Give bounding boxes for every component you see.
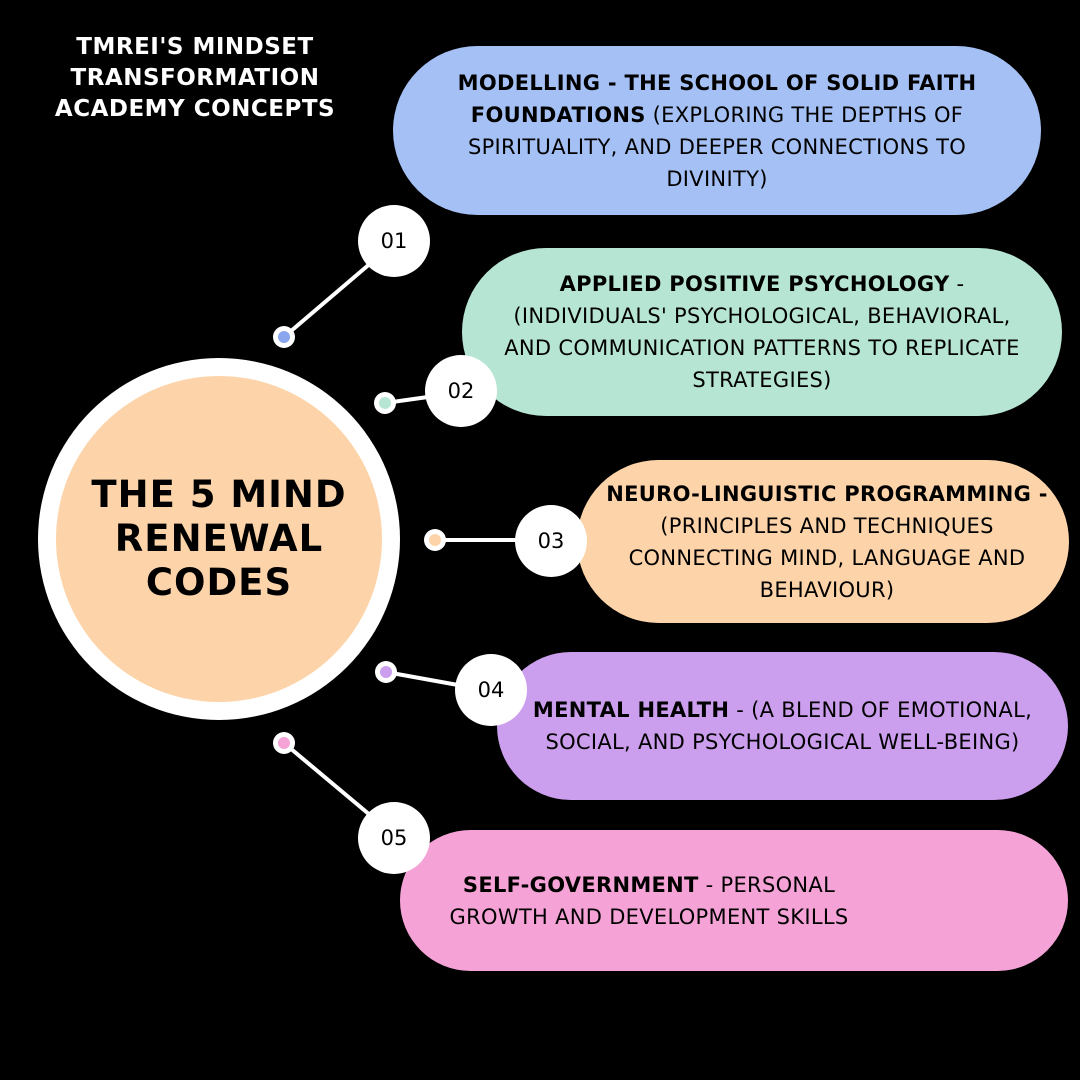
code-card-02: APPLIED POSITIVE PSYCHOLOGY - (INDIVIDUA… [462, 248, 1062, 416]
code-card-04: MENTAL HEALTH - (A BLEND OF EMOTIONAL, S… [497, 652, 1068, 800]
title-line: ACADEMY CONCEPTS [54, 96, 336, 122]
connector-05 [282, 741, 372, 817]
number-badge-02: 02 [425, 355, 497, 427]
hub-circle: THE 5 MIND RENEWAL CODES [56, 376, 382, 702]
connector-dot-02 [374, 392, 396, 414]
connector-dot-04 [375, 661, 397, 683]
code-description: (PRINCIPLES AND TECHNIQUES CONNECTING MI… [628, 513, 1026, 602]
connector-dot-05 [273, 732, 295, 754]
dot-fill [429, 534, 441, 546]
code-card-05: SELF-GOVERNMENT - PERSONAL GROWTH AND DE… [400, 830, 1068, 971]
code-description: - (A BLEND OF EMOTIONAL, SOCIAL, AND PSY… [545, 698, 1033, 754]
title-line: TMREI'S MINDSET [76, 34, 314, 60]
code-card-01: MODELLING - THE SCHOOL OF SOLID FAITH FO… [393, 46, 1041, 215]
code-text: APPLIED POSITIVE PSYCHOLOGY - (INDIVIDUA… [488, 268, 1036, 396]
code-title: APPLIED POSITIVE PSYCHOLOGY [559, 272, 950, 296]
hub-title-line: RENEWAL [114, 517, 324, 560]
dot-fill [380, 666, 392, 678]
connector-04 [385, 670, 459, 687]
code-description: - PERSONAL GROWTH AND DEVELOPMENT SKILLS [449, 872, 849, 929]
hub-title-line: THE 5 MIND [91, 473, 347, 516]
connector-dot-03 [424, 529, 446, 551]
number-badge-04: 04 [455, 654, 527, 726]
page-title: TMREI'S MINDSET TRANSFORMATION ACADEMY C… [40, 32, 350, 125]
code-text: MENTAL HEALTH - (A BLEND OF EMOTIONAL, S… [523, 694, 1042, 758]
number-badge-01: 01 [358, 205, 430, 277]
code-description: - (INDIVIDUALS' PSYCHOLOGICAL, BEHAVIORA… [504, 272, 1020, 392]
code-text: MODELLING - THE SCHOOL OF SOLID FAITH FO… [419, 67, 1015, 195]
dot-fill [278, 331, 290, 343]
code-text: NEURO-LINGUISTIC PROGRAMMING - (PRINCIPL… [603, 478, 1051, 606]
dot-fill [278, 737, 290, 749]
connector-dot-01 [273, 326, 295, 348]
code-title: NEURO-LINGUISTIC PROGRAMMING - [606, 481, 1048, 506]
code-description: (EXPLORING THE DEPTHS OF SPIRITUALITY, A… [467, 102, 967, 191]
connector-01 [282, 260, 374, 339]
code-text: SELF-GOVERNMENT - PERSONAL GROWTH AND DE… [439, 869, 859, 933]
number-badge-05: 05 [358, 802, 430, 874]
hub-title-line: CODES [145, 561, 293, 604]
code-title: SELF-GOVERNMENT [462, 872, 699, 897]
code-title: MENTAL HEALTH [532, 698, 730, 722]
dot-fill [379, 397, 391, 409]
hub-title: THE 5 MIND RENEWAL CODES [73, 473, 364, 605]
code-title: MODELLING - THE SCHOOL OF SOLID FAITH FO… [457, 70, 977, 127]
number-badge-03: 03 [515, 505, 587, 577]
title-line: TRANSFORMATION [70, 65, 320, 91]
code-card-03: NEURO-LINGUISTIC PROGRAMMING - (PRINCIPL… [577, 460, 1069, 623]
